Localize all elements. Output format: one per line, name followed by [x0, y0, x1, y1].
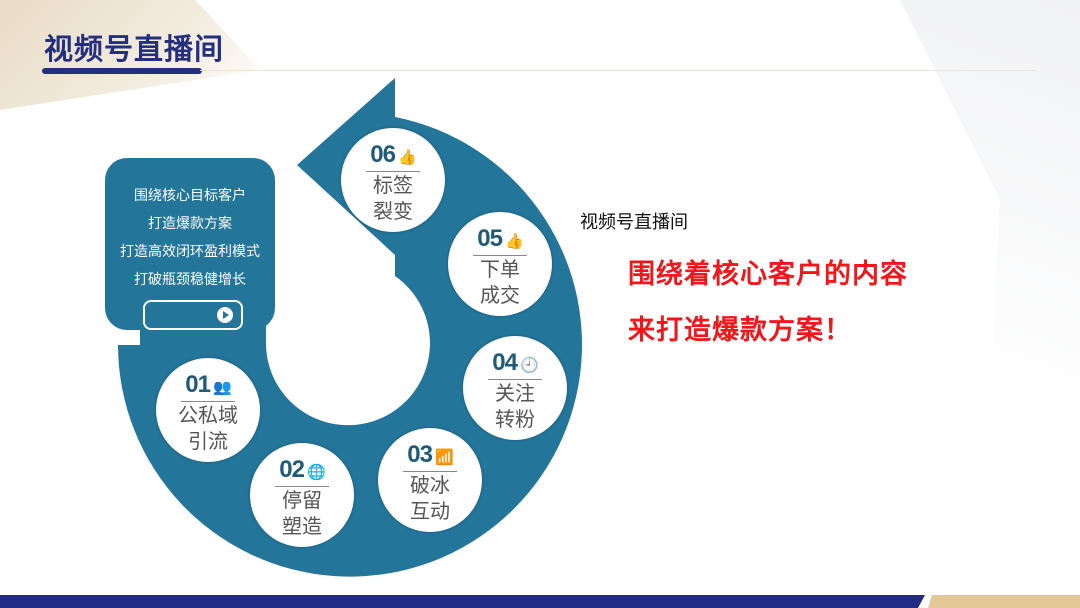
summary-box: 围绕核心目标客户 打造爆款方案 打造高效闭环盈利模式 打破瓶颈稳健增长: [105, 158, 275, 330]
highlight-line-1: 围绕着核心客户的内容: [628, 259, 908, 290]
step-label: 互动: [410, 499, 450, 523]
footer-bar-navy: [0, 595, 925, 608]
people-icon: 👥: [213, 379, 232, 396]
step-label: 破冰: [410, 473, 450, 497]
thumbs-up-icon: 👍: [505, 233, 524, 250]
step-02: 02🌐 停留 塑造: [250, 443, 354, 547]
clock-icon: 🕘: [520, 357, 539, 374]
page-title: 视频号直播间: [44, 32, 225, 66]
step-05: 05👍 下单 成交: [448, 212, 552, 316]
step-number: 01👥: [181, 372, 235, 402]
highlight-line-2: 来打造爆款方案！: [628, 315, 852, 346]
step-number: 04🕘: [488, 350, 542, 380]
summary-line: 打造爆款方案: [148, 216, 232, 232]
step-number: 02🌐: [275, 457, 329, 487]
step-label: 关注: [495, 381, 535, 405]
step-label: 下单: [480, 257, 520, 281]
summary-line: 围绕核心目标客户: [134, 188, 246, 204]
summary-line: 打破瓶颈稳健增长: [134, 272, 246, 288]
bar-chart-icon: 📶: [435, 449, 454, 466]
step-number: 06👍: [366, 142, 420, 172]
divider: [200, 70, 1036, 71]
subtitle: 视频号直播间: [580, 212, 688, 233]
step-03: 03📶 破冰 互动: [378, 428, 482, 532]
play-button[interactable]: [143, 300, 243, 330]
thumbs-up-icon: 👍: [398, 149, 417, 166]
footer-bar-tan: [928, 595, 1080, 608]
step-number: 03📶: [403, 442, 457, 472]
step-label: 停留: [282, 488, 322, 512]
step-label: 成交: [480, 283, 520, 307]
summary-line: 打造高效闭环盈利模式: [120, 244, 260, 260]
step-label: 标签: [373, 173, 413, 197]
globe-icon: 🌐: [307, 464, 326, 481]
step-04: 04🕘 关注 转粉: [463, 336, 567, 440]
step-number: 05👍: [473, 226, 527, 256]
step-label: 转粉: [495, 407, 535, 431]
step-label: 塑造: [282, 514, 322, 538]
step-01: 01👥 公私域 引流: [156, 358, 260, 462]
step-label: 引流: [188, 429, 228, 453]
step-06: 06👍 标签 裂变: [341, 128, 445, 232]
title-underline: [42, 68, 202, 74]
step-label: 裂变: [373, 199, 413, 223]
step-label: 公私域: [178, 403, 238, 427]
play-icon: [217, 307, 233, 323]
